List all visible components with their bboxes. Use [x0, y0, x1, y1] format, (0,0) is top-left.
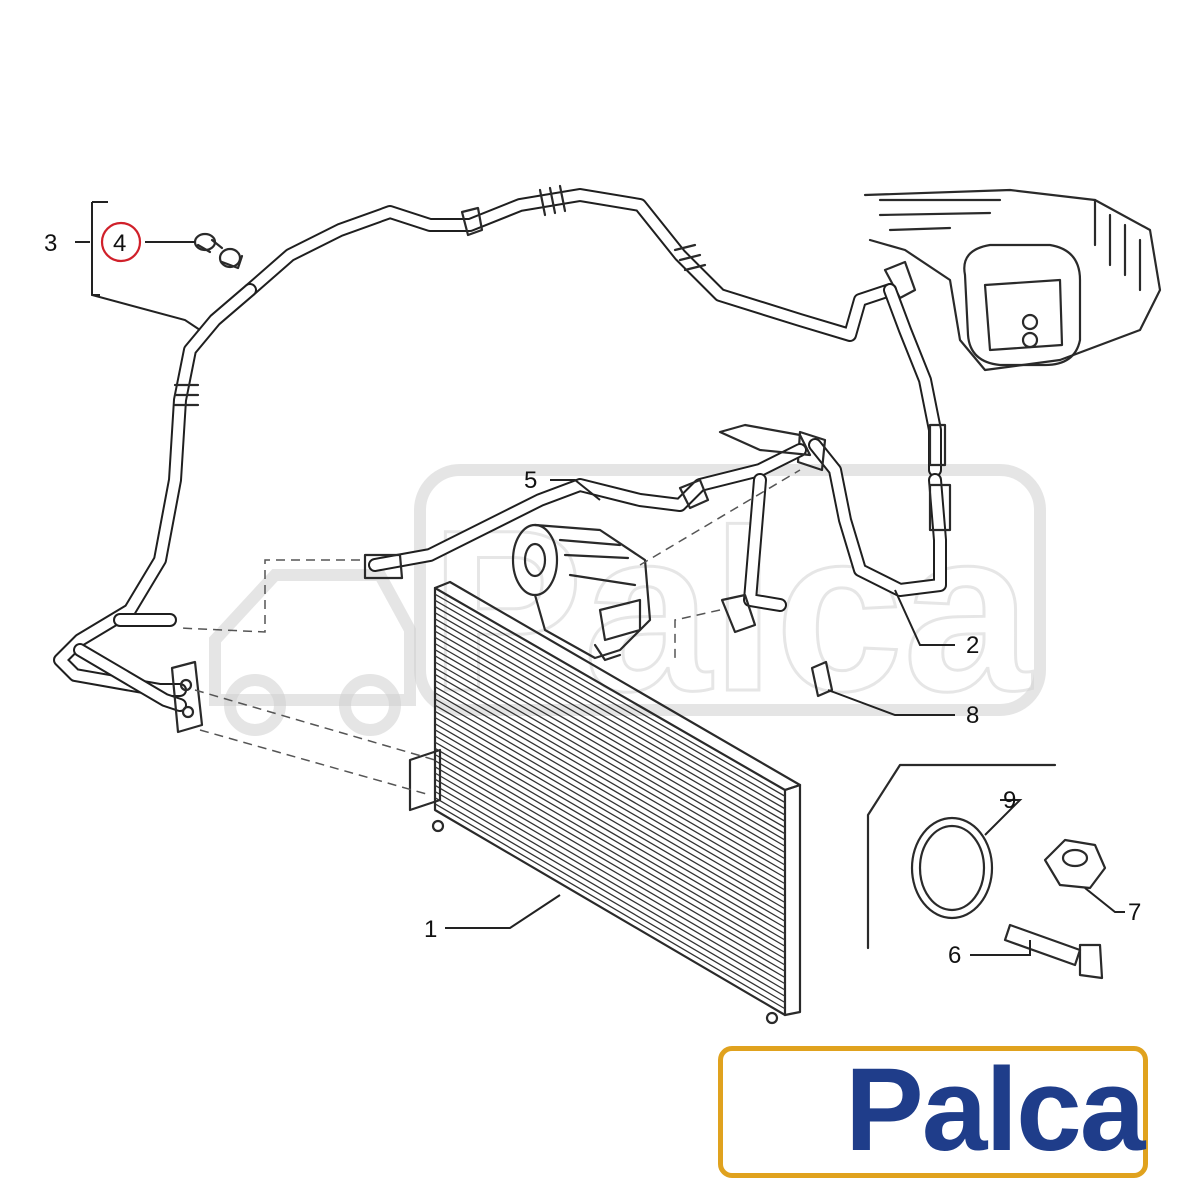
condenser-fin	[434, 661, 786, 866]
condenser-fin	[434, 593, 786, 797]
callout-5: 5	[524, 467, 537, 494]
callout-8: 8	[966, 702, 979, 729]
condenser-fin	[434, 655, 786, 860]
hose-assembly-3	[53, 184, 917, 734]
condenser-fin	[434, 790, 786, 997]
condenser-fin	[434, 636, 786, 841]
hose-5	[363, 423, 812, 634]
condenser-fin	[434, 649, 786, 854]
condenser-fin	[434, 760, 786, 966]
condenser-fin	[434, 766, 786, 972]
leader-lines	[75, 201, 1125, 956]
palca-logo-text: Palca	[845, 1044, 1145, 1176]
callouts: 3 4 5 2 8 9 7 6 1	[44, 221, 1141, 969]
condenser	[408, 580, 802, 1025]
condenser-fin	[434, 686, 786, 891]
condenser-fin	[434, 704, 786, 910]
condenser-fin	[434, 784, 786, 991]
callout-3: 3	[44, 230, 57, 257]
condenser-fin	[434, 605, 786, 810]
condenser-fin	[434, 630, 786, 835]
condenser-fin	[434, 753, 786, 960]
condenser-fin	[434, 698, 786, 904]
condenser-fin	[434, 747, 786, 954]
assembly-lines	[179, 469, 801, 796]
hose-2	[796, 283, 952, 597]
condenser-fin	[434, 735, 786, 941]
condenser-fin	[434, 778, 786, 985]
hardware-inset	[866, 763, 1107, 980]
clip-8	[810, 660, 834, 698]
condenser-fin	[434, 692, 786, 897]
condenser-fin	[434, 772, 786, 979]
condenser-fin	[434, 642, 786, 847]
condenser-fin	[434, 673, 786, 879]
condenser-fin	[434, 599, 786, 804]
callout-6: 6	[948, 942, 961, 969]
condenser-fin	[434, 618, 786, 822]
condenser-fin	[434, 612, 786, 816]
condenser-fin	[434, 624, 786, 829]
condenser-fin	[434, 803, 786, 1010]
palca-logo-frame	[718, 1046, 1148, 1178]
valve-4	[193, 232, 244, 270]
callout-7: 7	[1128, 899, 1141, 926]
callout-4-highlight-ring	[100, 221, 142, 263]
callout-1: 1	[424, 916, 437, 943]
condenser-fin	[434, 679, 786, 885]
condenser-fin	[434, 723, 786, 929]
condenser-fin	[434, 741, 786, 947]
condenser-fin	[434, 667, 786, 872]
condenser-fin	[434, 729, 786, 935]
condenser-fin	[434, 716, 786, 922]
condenser-fin	[434, 797, 786, 1004]
callout-2: 2	[966, 632, 979, 659]
compressor	[511, 523, 652, 662]
callout-9: 9	[1003, 787, 1016, 814]
heater-housing	[863, 188, 1162, 372]
callout-4: 4	[113, 230, 126, 257]
condenser-fin	[434, 710, 786, 916]
